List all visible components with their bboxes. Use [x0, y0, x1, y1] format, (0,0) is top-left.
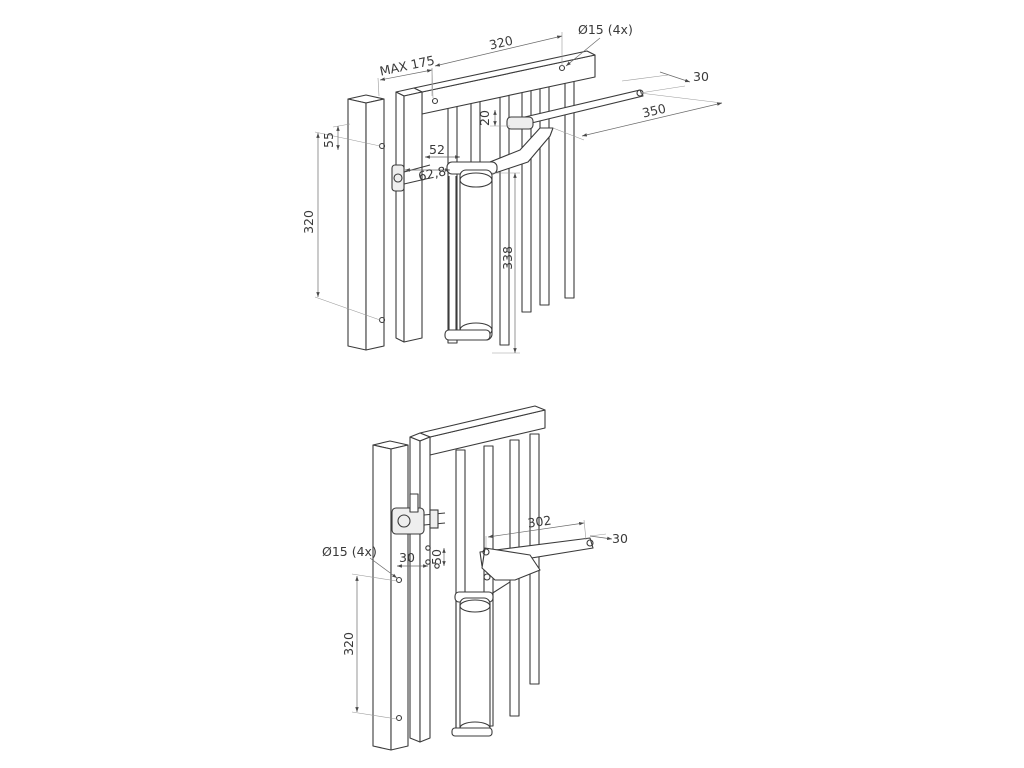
dim-bottom-post-hole-spacing: 320 [341, 632, 356, 656]
bottom-dimensions: 302 30 Ø15 (4x) 30 50 320 [322, 512, 628, 720]
bottom-post-hole-bottom [395, 714, 403, 722]
dim-bottom-hole-note: Ø15 (4x) [322, 544, 377, 559]
top-assembly: 320 55 MAX 175 320 Ø15 (4x) 20 5 [301, 22, 723, 354]
dim-bottom-arm-length: 302 [527, 512, 553, 530]
dim-hole-note: Ø15 (4x) [578, 22, 633, 37]
dim-arm-offset: 20 [477, 110, 492, 126]
dim-arm-length: 350 [641, 101, 668, 121]
top-dimensions: 320 55 MAX 175 320 Ø15 (4x) 20 5 [301, 22, 723, 354]
bottom-closer-cylinder [451, 591, 494, 737]
dim-bottom-hole-offset-h: 30 [399, 550, 415, 565]
bottom-gate-frame [409, 432, 431, 743]
dim-bracket-offset: 52 [429, 142, 445, 157]
bottom-post-hole-top [395, 576, 403, 584]
dim-hinge-offset: 62,8 [417, 163, 447, 183]
bottom-hinge [391, 493, 446, 535]
dim-post-hole-spacing: 320 [301, 210, 316, 234]
dim-closer-length: 338 [500, 246, 515, 270]
top-post [347, 94, 386, 351]
top-gate-frame [395, 87, 423, 343]
top-closer-cylinder [444, 161, 498, 341]
bottom-closer-arm [479, 537, 594, 597]
dim-bottom-arm-width: 30 [612, 531, 628, 546]
dim-arm-width: 30 [693, 69, 709, 84]
bottom-assembly: 302 30 Ø15 (4x) 30 50 320 [322, 405, 628, 751]
frame-hole-left [431, 97, 439, 105]
bottom-gate-rail [419, 405, 546, 456]
dim-frame-hole-spacing: 320 [488, 33, 515, 53]
dim-bottom-hole-offset-v: 50 [429, 549, 444, 565]
dim-top-hole: 55 [321, 132, 336, 148]
